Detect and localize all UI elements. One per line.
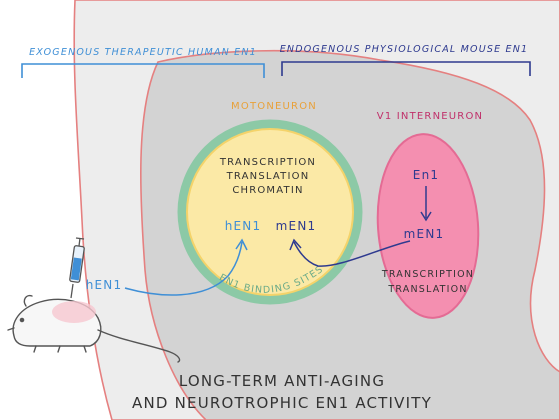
motoneuron-cell (177, 119, 363, 305)
gene-to-protein-arrowhead (420, 211, 432, 222)
exogenous-bracket (21, 63, 265, 78)
exogenous-label: Exogenous therapeutic human En1 (29, 47, 257, 58)
men1-transfer-arrowhead (289, 238, 302, 251)
footer-line-1: Long-term anti-aging (179, 372, 385, 390)
syringe-icon (69, 237, 85, 299)
endogenous-label: Endogenous physiological mouse En1 (280, 44, 529, 55)
motoneuron-ring-edge (186, 128, 354, 296)
interneuron-label: V1 Interneuron (377, 111, 483, 122)
motoneuron-process-translation: Translation (226, 171, 310, 182)
interneuron-cell (376, 133, 480, 319)
hen1-in-cell-label: hEN1 (225, 219, 262, 233)
footer-line-2: and neurotrophic EN1 activity (132, 394, 432, 412)
interneuron-protein-label: mEN1 (404, 227, 445, 241)
interneuron-gene-label: En1 (413, 168, 439, 182)
motoneuron-process-transcription: Transcription (219, 157, 316, 168)
motoneuron-process-chromatin: Chromatin (232, 185, 303, 196)
endogenous-bracket (281, 61, 531, 76)
interneuron-process-translation: Translation (387, 284, 467, 295)
motoneuron-label: Motoneuron (231, 101, 317, 112)
interneuron-process-transcription: Transcription (381, 269, 474, 280)
mouse-icon (7, 294, 181, 363)
hen1-delivery-arrowhead (235, 238, 248, 251)
injection-hen1-label: hEN1 (86, 278, 123, 292)
men1-transfer-arrow (293, 240, 411, 267)
men1-in-cell-label: mEN1 (276, 219, 317, 233)
hen1-delivery-arrow (124, 241, 243, 296)
